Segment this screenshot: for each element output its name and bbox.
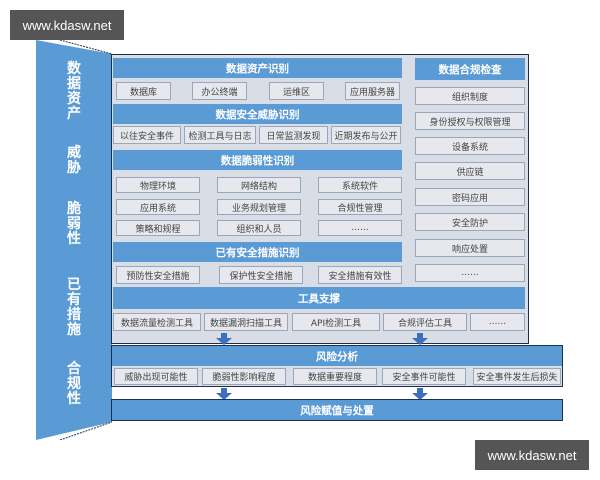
arrow-down-icon (412, 388, 428, 400)
cell-api-detection: API检测工具 (292, 313, 380, 331)
arrow-down-icon (412, 333, 428, 345)
cell-identity-access: 身份授权与权限管理 (415, 112, 525, 130)
cell-org-system: 组织制度 (415, 87, 525, 105)
cell-past-incidents: 以往安全事件 (113, 126, 181, 144)
cell-crypto-app: 密码应用 (415, 188, 525, 206)
cell-threat-likelihood: 威胁出现可能性 (114, 368, 198, 385)
risk-analysis-block: 风险分析 威胁出现可能性 脆弱性影响程度 数据重要程度 安全事件可能性 安全事件… (111, 345, 563, 387)
cell-network-structure: 网络结构 (217, 177, 301, 193)
cell-office-terminal: 办公终端 (192, 82, 247, 100)
cell-compliance-tool: 合规评估工具 (383, 313, 467, 331)
cell-device-system: 设备系统 (415, 137, 525, 155)
arrow-down-icon (216, 388, 232, 400)
cell-policies: 策略和规程 (116, 220, 200, 236)
cell-app-server: 应用服务器 (345, 82, 400, 100)
band-measures-identification: 已有安全措施识别 (113, 242, 402, 262)
cell-supply-chain: 供应链 (415, 162, 525, 180)
cell-incident-likelihood: 安全事件可能性 (382, 368, 466, 385)
band-tools: 工具支撑 (113, 287, 525, 309)
cell-ops-zone: 运维区 (269, 82, 324, 100)
side-label-data-assets: 数 据 资 产 (67, 61, 81, 122)
cell-traffic-detection: 数据流量检测工具 (113, 313, 201, 331)
cell-compliance-more: ...... (415, 264, 525, 282)
cell-org-people: 组织和人员 (217, 220, 301, 236)
cell-incident-loss: 安全事件发生后损失 (473, 368, 561, 385)
risk-treatment-block: 风险赋值与处置 (111, 399, 563, 421)
cell-recent-disclosure: 近期发布与公开 (331, 126, 401, 144)
side-label-threat: 威 胁 (67, 145, 81, 176)
cell-app-system: 应用系统 (116, 199, 200, 215)
cell-daily-monitoring: 日常监测发现 (259, 126, 328, 144)
cell-vuln-impact: 脆弱性影响程度 (202, 368, 286, 385)
watermark-bottom: www.kdasw.net (475, 440, 589, 470)
cell-data-importance: 数据重要程度 (293, 368, 377, 385)
band-threat-identification: 数据安全威胁识别 (113, 104, 402, 124)
cell-protective-measures: 保护性安全措施 (219, 266, 303, 284)
cell-system-software: 系统软件 (318, 177, 402, 193)
side-column: 数 据 资 产 威 胁 脆 弱 性 已 有 措 施 合 规 性 (36, 40, 112, 440)
side-label-existing-measures: 已 有 措 施 (67, 277, 81, 338)
cell-preventive-measures: 预防性安全措施 (116, 266, 200, 284)
cell-detection-logs: 检测工具与日志 (184, 126, 256, 144)
band-risk-treatment: 风险赋值与处置 (112, 400, 562, 420)
cell-security-protection: 安全防护 (415, 213, 525, 231)
cell-business-planning: 业务规划管理 (217, 199, 301, 215)
band-compliance-check: 数据合规检查 (415, 58, 525, 80)
side-label-compliance: 合 规 性 (67, 361, 81, 407)
cell-physical-env: 物理环境 (116, 177, 200, 193)
band-asset-identification: 数据资产识别 (113, 58, 402, 78)
cell-tools-more: ...... (470, 313, 525, 331)
cell-response: 响应处置 (415, 239, 525, 257)
watermark-top: www.kdasw.net (10, 10, 124, 40)
side-shape (36, 40, 112, 440)
cell-compliance-mgmt: 合规性管理 (318, 199, 402, 215)
arrow-down-icon (216, 333, 232, 345)
band-risk-analysis: 风险分析 (112, 346, 562, 366)
side-label-vulnerability: 脆 弱 性 (67, 201, 81, 247)
cell-vuln-more: ...... (318, 220, 402, 236)
cell-vuln-scanner: 数据漏洞扫描工具 (204, 313, 288, 331)
cell-database: 数据库 (116, 82, 171, 100)
band-vulnerability-identification: 数据脆弱性识别 (113, 150, 402, 170)
cell-measures-effectiveness: 安全措施有效性 (318, 266, 402, 284)
identification-frame: 数据资产识别 数据库 办公终端 运维区 应用服务器 数据安全威胁识别 以往安全事… (111, 54, 529, 344)
